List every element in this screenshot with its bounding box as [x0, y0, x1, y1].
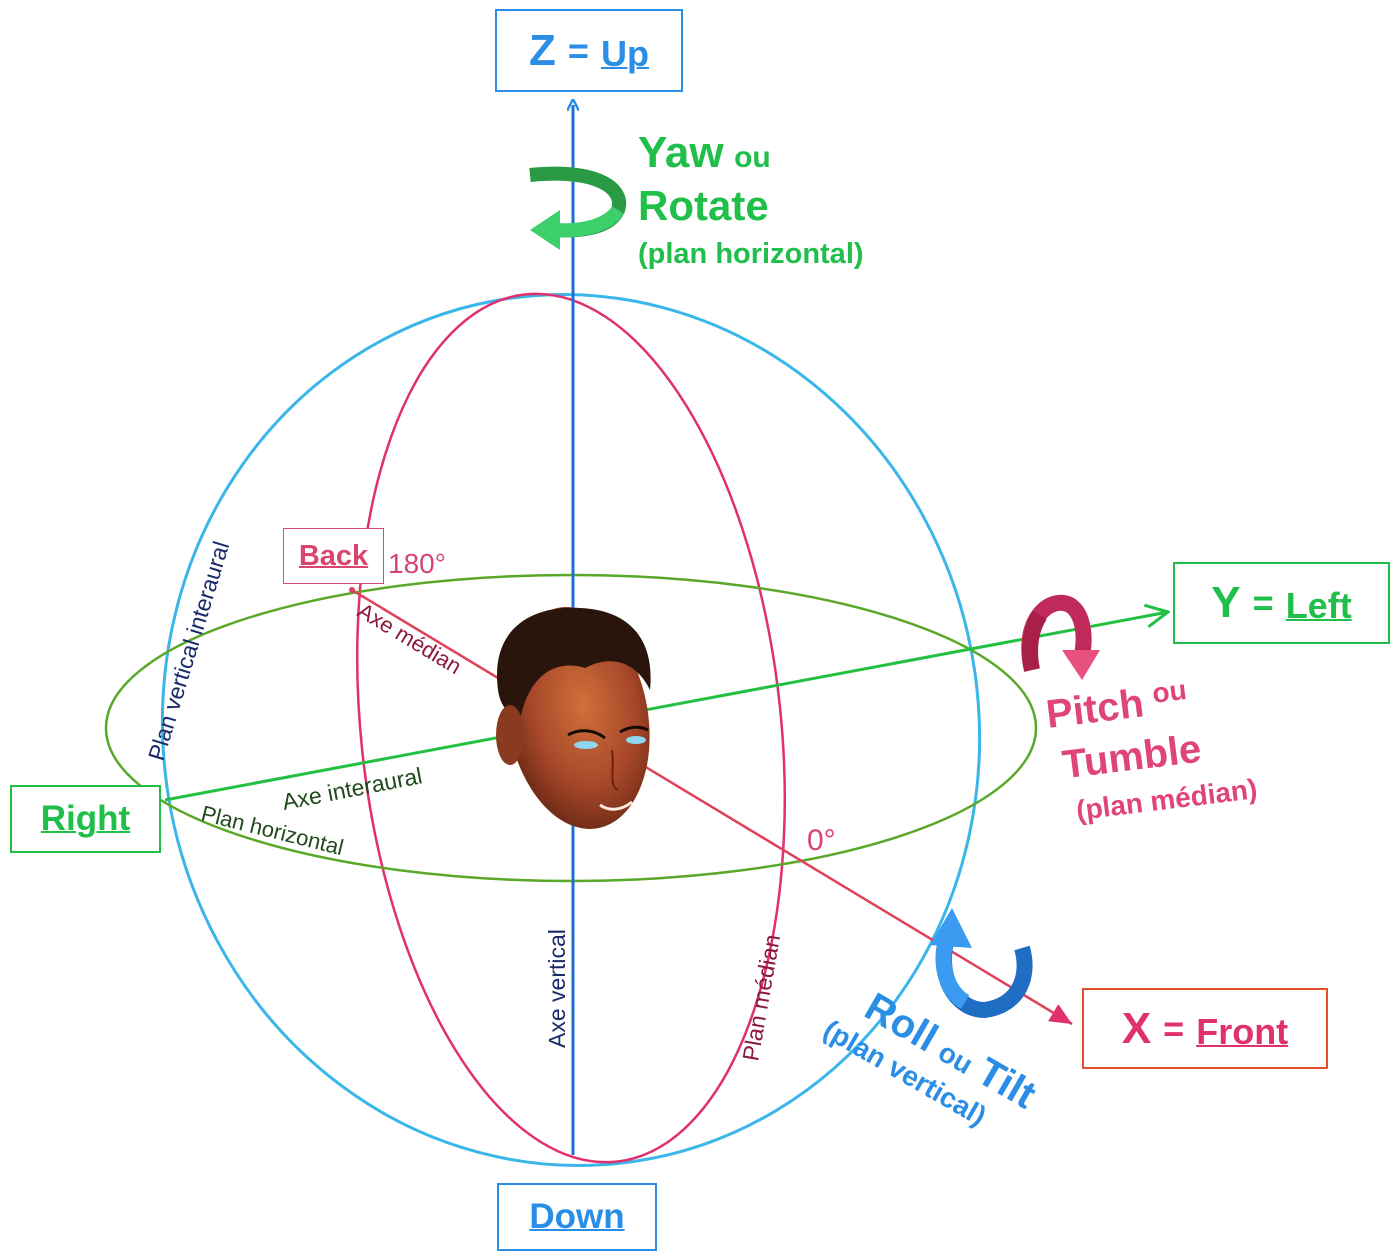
- right-box: Right: [10, 785, 161, 853]
- horizontal-plane-ellipse: [104, 573, 1038, 883]
- yaw-rotation-icon: [529, 166, 627, 250]
- right-word: Right: [40, 799, 131, 838]
- x-front-box: X = Front: [1082, 988, 1328, 1069]
- pitch-alt: Tumble: [1060, 727, 1204, 788]
- back-box: Back: [283, 528, 384, 584]
- angle-front-label: 0°: [807, 824, 836, 857]
- y-word: Left: [1285, 585, 1352, 626]
- roll-ou: ou: [933, 1036, 978, 1080]
- back-word: Back: [298, 539, 369, 572]
- yaw-alt-label: Rotate: [638, 182, 769, 229]
- z-word: Up: [600, 32, 649, 74]
- back-point: [349, 587, 355, 593]
- down-box: Down: [497, 1183, 657, 1251]
- angle-back-label: 180°: [388, 548, 446, 579]
- interaural-axis-line: [164, 612, 1168, 802]
- pitch-main: Pitch: [1044, 681, 1146, 737]
- y-eq: =: [1252, 582, 1274, 623]
- z-letter: Z: [529, 25, 556, 75]
- label-axe-interaural: Axe interaural: [280, 762, 424, 815]
- x-letter: X: [1121, 1003, 1152, 1053]
- z-eq: =: [567, 29, 589, 71]
- yaw-plane-label: (plan horizontal): [638, 238, 864, 270]
- label-axe-vertical: Axe vertical: [544, 929, 570, 1048]
- down-word: Down: [529, 1197, 625, 1236]
- median-plane-ellipse: [355, 292, 787, 1164]
- x-eq: =: [1163, 1007, 1185, 1049]
- yaw-ou: ou: [734, 141, 771, 174]
- label-plan-median: Plan médian: [737, 932, 785, 1062]
- x-word: Front: [1196, 1010, 1289, 1052]
- label-axe-median: Axe médian: [353, 598, 465, 679]
- pitch-rotation-icon: [1021, 594, 1100, 680]
- roll-rotation-icon: [930, 908, 1033, 1019]
- head-illustration: [496, 607, 651, 829]
- yaw-main: Yaw: [638, 128, 724, 177]
- y-letter: Y: [1211, 578, 1241, 627]
- y-left-box: Y = Left: [1173, 562, 1390, 644]
- yaw-label: Yaw ou: [638, 128, 771, 178]
- label-plan-horizontal: Plan horizontal: [199, 801, 346, 860]
- z-up-box: Z = Up: [495, 9, 683, 92]
- pitch-ou: ou: [1150, 674, 1188, 709]
